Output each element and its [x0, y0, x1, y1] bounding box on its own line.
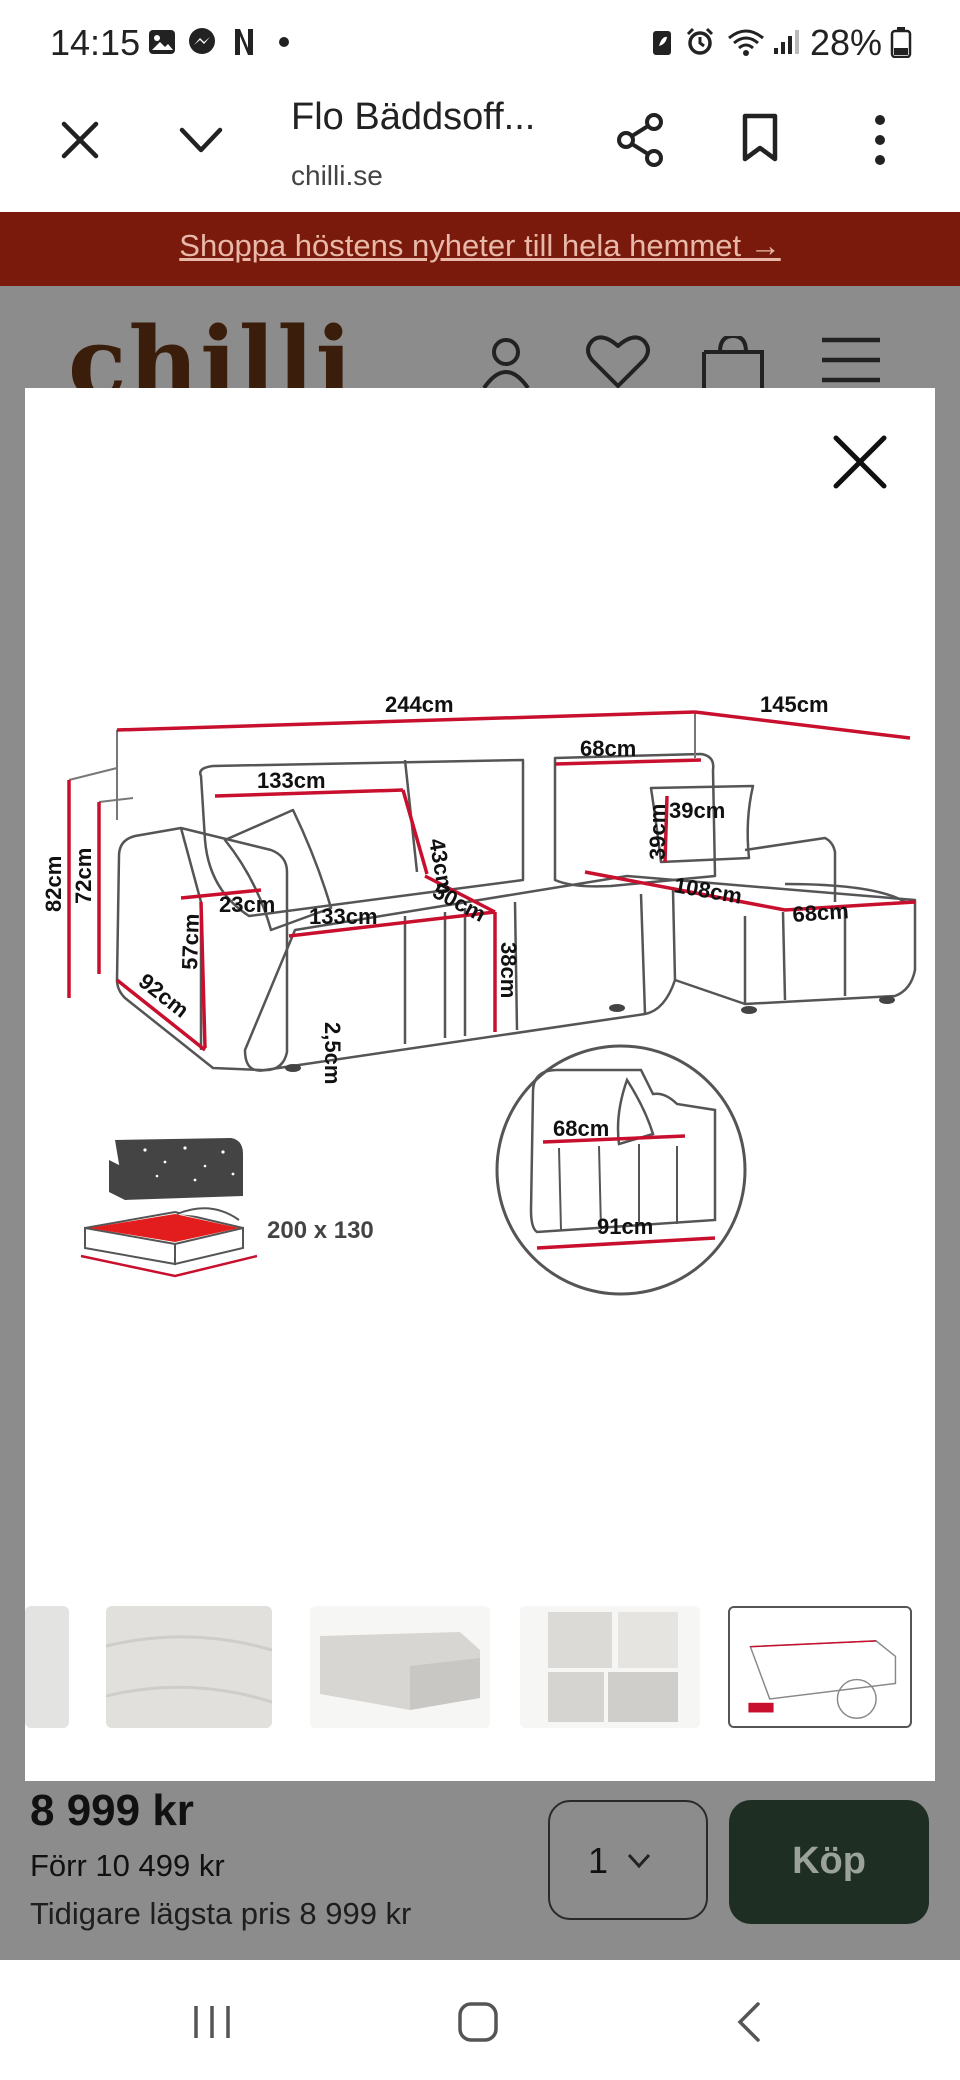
messenger-icon [189, 28, 215, 54]
chevron-down-icon[interactable] [176, 122, 226, 158]
battery-percentage: 28% [810, 22, 883, 63]
sofa-outline [115, 752, 917, 1072]
gallery-icon [149, 30, 175, 54]
dim-seat-height: 38cm [496, 942, 521, 998]
dim-seat-width: 133cm [309, 904, 378, 929]
battery-icon [890, 27, 912, 58]
dim-detail-seat: 68cm [553, 1116, 609, 1141]
back-icon[interactable] [734, 2000, 764, 2044]
promo-banner [0, 212, 960, 286]
dim-chaise-length: 108cm [672, 872, 744, 909]
dim-height-total: 82cm [41, 856, 66, 912]
share-icon[interactable] [614, 112, 666, 168]
dim-chaise-width: 68cm [792, 898, 850, 927]
thumbnail-sofa-front[interactable] [310, 1606, 490, 1728]
image-lightbox [25, 388, 935, 1781]
detail-circle [495, 1044, 747, 1296]
close-icon[interactable] [58, 118, 102, 162]
dim-pillow: 39cm [669, 798, 725, 823]
product-price: 8 999 kr [30, 1786, 194, 1835]
dim-depth-chaise: 145cm [760, 692, 829, 717]
browser-toolbar [0, 88, 960, 212]
red-dimension-lines [67, 710, 916, 1052]
previous-price: Förr 10 499 kr [30, 1848, 225, 1883]
dim-chaise-back: 68cm [580, 736, 636, 761]
page-title[interactable]: Flo Bäddsoff... [291, 96, 536, 138]
recent-apps-icon[interactable] [190, 2002, 234, 2042]
battery-saver-icon [653, 31, 671, 55]
chevron-down-icon [627, 1853, 651, 1869]
signal-icon [774, 30, 799, 54]
thumbnail-partial[interactable] [25, 1606, 69, 1728]
thumbnail-dimensions-selected[interactable] [728, 1606, 912, 1728]
thumbnail-fabric[interactable] [106, 1606, 272, 1728]
heart-icon[interactable] [584, 332, 652, 388]
dim-height-arm: 72cm [71, 848, 96, 904]
alarm-icon [686, 27, 714, 55]
bag-icon[interactable] [700, 336, 766, 388]
status-time: 14:15 [50, 22, 141, 63]
dot-icon [279, 37, 289, 47]
dim-arm-height: 57cm [177, 913, 204, 970]
dim-seat-width-top: 133cm [257, 768, 326, 793]
promo-link[interactable]: Shoppa höstens nyheter till hela hemmet … [179, 228, 781, 263]
quantity-select[interactable] [548, 1800, 708, 1920]
bookmark-icon[interactable] [740, 112, 780, 164]
wifi-icon [728, 29, 764, 56]
buy-button-label: Köp [792, 1840, 866, 1882]
home-icon[interactable] [456, 2000, 500, 2044]
more-vertical-icon[interactable] [868, 112, 892, 168]
bed-icon [80, 1138, 258, 1278]
bed-size-label: 200 x 130 [267, 1217, 374, 1244]
menu-icon[interactable] [820, 336, 882, 388]
quantity-value: 1 [588, 1840, 609, 1881]
buy-button[interactable] [729, 1800, 929, 1924]
dim-depth: 92cm [134, 968, 194, 1022]
dim-width-total: 244cm [385, 692, 454, 717]
dim-leg: 2,5cm [320, 1022, 345, 1084]
thumbnail-sofa-collage[interactable] [520, 1606, 700, 1728]
lightbox-close-icon[interactable] [830, 432, 890, 492]
account-icon[interactable] [478, 332, 534, 388]
page-domain[interactable]: chilli.se [291, 160, 383, 191]
dim-arm-width: 23cm [219, 892, 275, 917]
system-nav-bar [0, 1960, 960, 2080]
netflix-icon [235, 29, 253, 55]
lowest-price: Tidigare lägsta pris 8 999 kr [30, 1896, 412, 1931]
dim-detail-width: 91cm [597, 1214, 653, 1239]
dimension-diagram: 244cm 145cm 68cm 133cm 43cm 39cm 39cm 82… [41, 692, 917, 1296]
dim-pillow-height: 39cm [645, 804, 670, 860]
sofa-legs [285, 996, 895, 1072]
